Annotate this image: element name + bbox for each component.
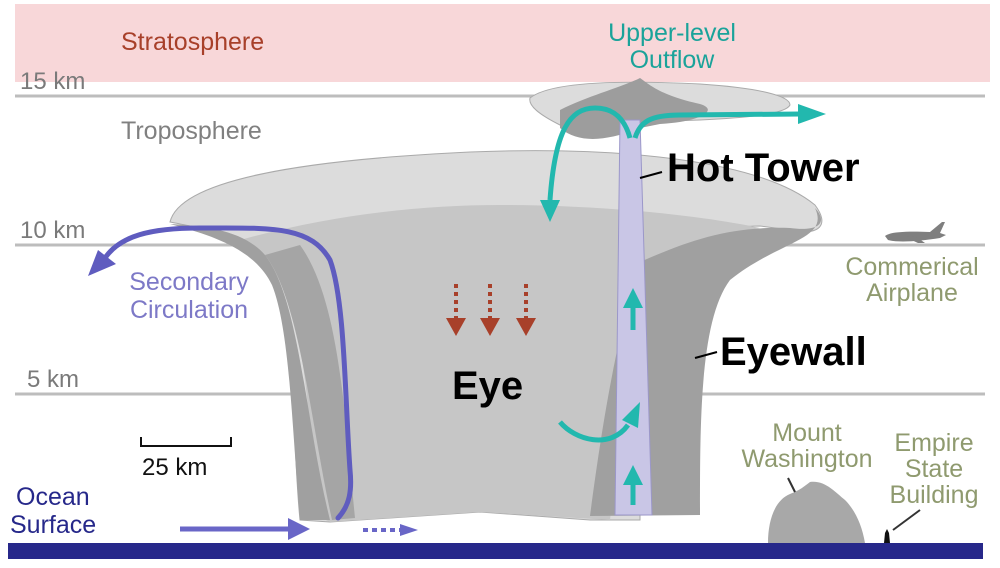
airplane-label-line2: Airplane — [866, 279, 958, 307]
empire-state-leader — [892, 509, 921, 531]
altitude-label-10km: 10 km — [20, 217, 86, 244]
outflow-left-arrow — [547, 105, 633, 201]
upper-outflow-label-line2: Outflow — [629, 46, 715, 74]
empire-state-line2: State — [904, 455, 964, 483]
altitude-label-15km: 15 km — [20, 68, 86, 95]
stratosphere-band — [15, 4, 990, 82]
scale-bar-label: 25 km — [142, 454, 208, 481]
secondary-circulation-line1: Secondary — [129, 268, 249, 296]
upper-outflow-label-line1: Upper-level — [608, 19, 736, 47]
hot-tower-leader — [639, 171, 663, 179]
empire-state-line1: Empire — [894, 429, 974, 457]
surface-inflow-arrowhead — [288, 518, 310, 540]
hot-tower-label: Hot Tower — [667, 146, 860, 190]
empire-state-line3: Building — [889, 481, 979, 509]
secondary-circulation-arrowhead — [88, 250, 116, 276]
ocean-surface-line1: Ocean — [16, 483, 90, 511]
ocean-surface-line2: Surface — [10, 511, 97, 539]
subsidence-arrows — [446, 284, 536, 336]
empire-state-label: Empire State Building — [878, 430, 990, 508]
updraft-arrows — [558, 288, 643, 505]
eyewall-label: Eyewall — [720, 330, 867, 374]
outflow-cap-dark — [560, 78, 708, 139]
surface-dashed-arrowhead — [400, 524, 418, 536]
mount-washington-label: Mount Washington — [736, 420, 878, 472]
outflow-left-arrowhead — [540, 200, 560, 222]
scale-bar — [140, 437, 232, 447]
stratosphere-label: Stratosphere — [121, 28, 265, 56]
secondary-circulation-label: Secondary Circulation — [104, 268, 274, 324]
airplane-icon — [885, 222, 946, 243]
eyewall-leader — [694, 351, 718, 359]
updraft-arrowhead-upper — [623, 288, 643, 308]
eye-inflow-curve — [558, 420, 631, 443]
airplane-label: Commerical Airplane — [826, 254, 998, 306]
subsidence-arrowhead-3 — [516, 318, 536, 336]
eye-inflow-arrowhead — [622, 402, 640, 428]
mount-washington-line2: Washington — [741, 445, 873, 473]
outflow-right-arrow — [632, 111, 801, 139]
left-eyewall-inner — [265, 245, 355, 520]
troposphere-label: Troposphere — [121, 117, 262, 145]
updraft-arrowhead-lower — [623, 465, 643, 485]
subsidence-arrowhead-2 — [480, 318, 500, 336]
left-eyewall — [170, 224, 330, 520]
secondary-circulation-arrow — [102, 225, 354, 521]
airplane-label-line1: Commerical — [845, 253, 979, 281]
mount-washington-line1: Mount — [772, 419, 842, 447]
empire-state-building-shape — [884, 529, 890, 543]
outflow-right-arrowhead — [798, 104, 826, 124]
subsidence-arrowhead-1 — [446, 318, 466, 336]
eye-label: Eye — [452, 364, 524, 408]
mount-washington-leader — [787, 477, 796, 493]
ocean-surface-label: Ocean Surface — [10, 483, 96, 539]
altitude-label-5km: 5 km — [27, 366, 80, 393]
ocean-surface-bar — [8, 543, 983, 559]
upper-outflow-label: Upper-level Outflow — [597, 20, 747, 74]
mount-washington-shape — [768, 481, 865, 543]
secondary-circulation-line2: Circulation — [129, 296, 249, 324]
